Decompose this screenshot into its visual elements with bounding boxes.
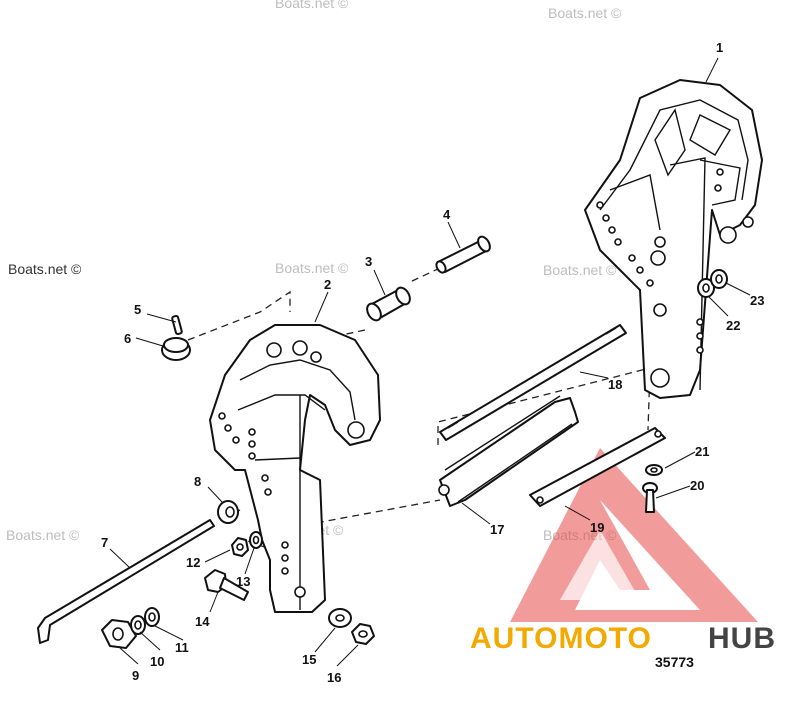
- bolt: [204, 569, 249, 601]
- watermark-text: Boats.net ©: [6, 527, 80, 543]
- flat-washer: [328, 608, 352, 628]
- callout-12: 12: [186, 555, 200, 570]
- callout-16: 16: [327, 670, 341, 685]
- callout-14: 14: [195, 614, 210, 629]
- callout-6: 6: [124, 331, 131, 346]
- callout-8: 8: [194, 474, 201, 489]
- cotter-pin: [171, 314, 183, 336]
- callout-4: 4: [443, 207, 451, 222]
- tilt-rod: [37, 519, 215, 644]
- watermark-text: Boats.net ©: [548, 5, 622, 21]
- callout-21: 21: [695, 444, 709, 459]
- hex-nut: [101, 619, 137, 649]
- lock-nut: [231, 537, 249, 557]
- support-bar: [529, 427, 666, 507]
- callout-2: 2: [324, 277, 331, 292]
- clamp-bracket-right: [584, 79, 763, 399]
- callout-17: 17: [490, 522, 504, 537]
- brand-part-1: AUTOMOTO: [470, 622, 652, 655]
- callout-18: 18: [608, 377, 622, 392]
- diagram-code: 35773: [655, 654, 694, 670]
- callout-3: 3: [365, 254, 372, 269]
- small-bushing: [144, 607, 160, 627]
- brand-part-2: HUB: [708, 622, 776, 655]
- automotohub-logo: [510, 448, 758, 622]
- watermark-text: Boats.net ©: [543, 262, 617, 278]
- callout-1: 1: [716, 40, 723, 55]
- callout-5: 5: [134, 302, 141, 317]
- nut-23: [710, 269, 728, 289]
- lock-washer: [645, 464, 663, 476]
- spacer-tube: [438, 395, 579, 507]
- cap: [161, 337, 191, 361]
- watermark-text: Boats.net ©: [275, 260, 349, 276]
- callout-20: 20: [690, 478, 704, 493]
- nut-large: [351, 623, 375, 645]
- callout-10: 10: [150, 654, 164, 669]
- screw: [642, 482, 658, 513]
- grommet: [217, 500, 239, 524]
- washer: [130, 615, 146, 635]
- callout-7: 7: [101, 535, 108, 550]
- callout-11: 11: [175, 640, 189, 655]
- callout-labels: 1 2 3 4 5 6 7 8 9 10 11 12 13 14 15 16 1…: [101, 40, 764, 685]
- brand-wordmark: AUTOMOTO HUB: [470, 622, 776, 655]
- watermark-text: Boats.net ©: [275, 0, 349, 11]
- washer-22: [697, 278, 715, 298]
- pin: [435, 235, 491, 274]
- leader-lines: [109, 57, 751, 667]
- callout-22: 22: [726, 318, 740, 333]
- tie-rod: [439, 324, 627, 441]
- callout-15: 15: [302, 652, 316, 667]
- callout-9: 9: [132, 668, 139, 683]
- callout-23: 23: [750, 293, 764, 308]
- bushing: [366, 286, 411, 322]
- callout-13: 13: [236, 574, 250, 589]
- clamp-bracket-left: [209, 324, 381, 613]
- washer-small: [249, 531, 263, 549]
- callout-19: 19: [590, 520, 604, 535]
- watermark-text: Boats.net ©: [8, 261, 82, 277]
